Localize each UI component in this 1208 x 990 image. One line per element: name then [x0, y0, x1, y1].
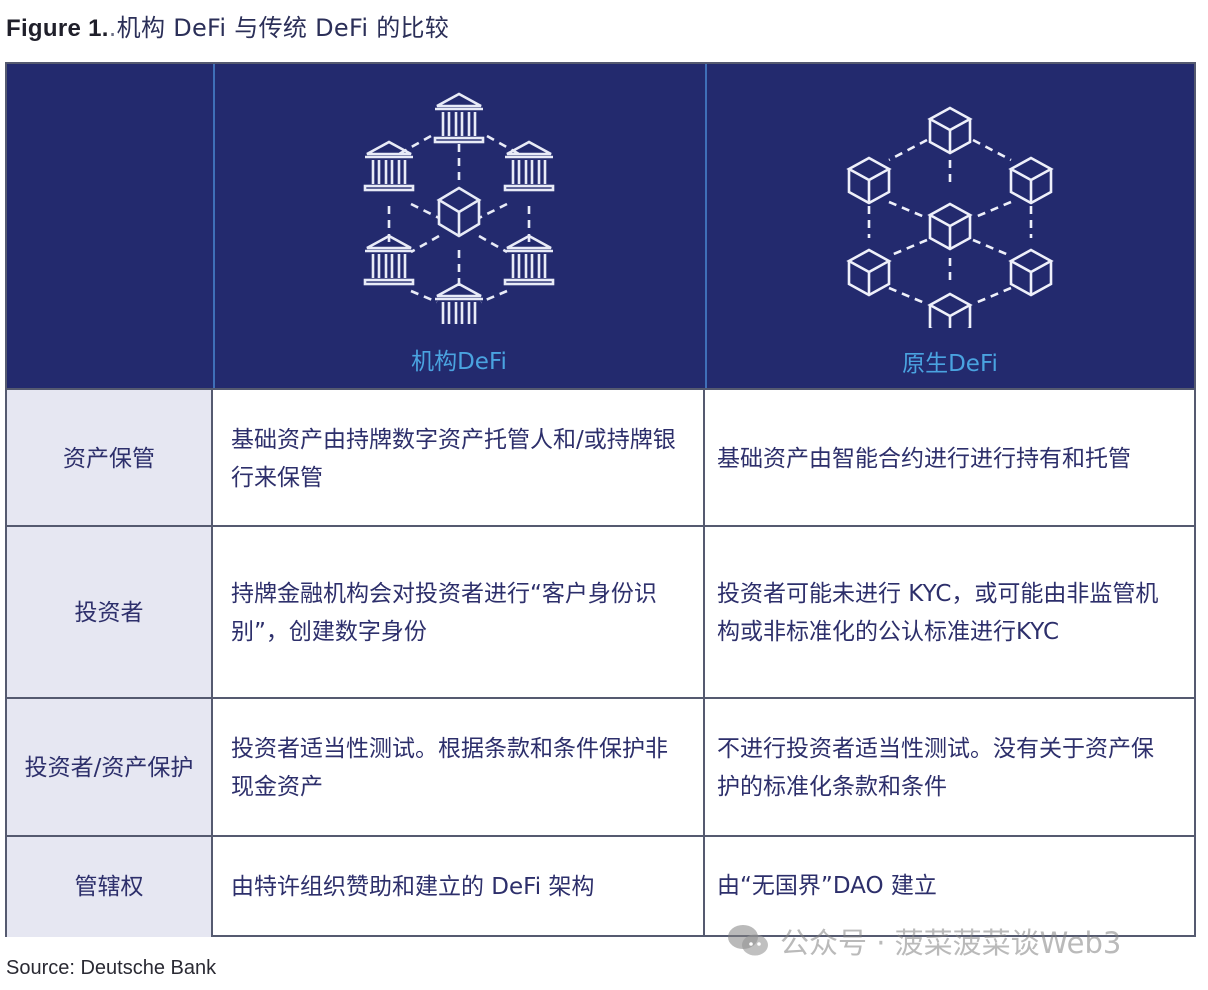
- row-label-jurisdiction: 管辖权: [7, 837, 213, 937]
- table-row: 资产保管 基础资产由持牌数字资产托管人和/或持牌银行来保管 基础资产由智能合约进…: [7, 388, 1194, 527]
- table-header: 机构DeFi: [7, 64, 1194, 389]
- wechat-icon: [726, 923, 770, 959]
- cell-institutional: 投资者适当性测试。根据条款和条件保护非现金资产: [213, 699, 705, 837]
- cell-institutional: 基础资产由持牌数字资产托管人和/或持牌银行来保管: [213, 390, 705, 527]
- cell-native: 不进行投资者适当性测试。没有关于资产保护的标准化条款和条件: [705, 699, 1194, 837]
- header-native-defi: 原生DeFi: [902, 351, 998, 377]
- cell-text: 基础资产由智能合约进行进行持有和托管: [717, 445, 1131, 472]
- cell-institutional: 由特许组织赞助和建立的 DeFi 架构: [213, 837, 705, 937]
- figure-title-text: 机构 DeFi 与传统 DeFi 的比较: [116, 14, 450, 42]
- figure-separator: .: [108, 14, 117, 42]
- bank-network-icon: [359, 86, 559, 334]
- header-divider: [705, 64, 707, 389]
- watermark-text: 公众号 · 菠菜菠菜谈Web3: [780, 926, 1122, 960]
- cell-institutional: 持牌金融机构会对投资者进行“客户身份识别”，创建数字身份: [213, 527, 705, 699]
- cell-text: 投资者适当性测试。根据条款和条件保护非现金资产: [231, 736, 668, 800]
- comparison-table: 机构DeFi: [5, 62, 1196, 937]
- row-label-protection: 投资者/资产保护: [7, 699, 213, 837]
- cell-native: 由“无国界”DAO 建立: [705, 837, 1194, 937]
- cell-text: 投资者可能未进行 KYC，或可能由非监管机构或非标准化的公认标准进行KYC: [717, 581, 1159, 645]
- header-divider: [213, 64, 215, 389]
- cell-native: 基础资产由智能合约进行进行持有和托管: [705, 390, 1194, 527]
- cell-text: 持牌金融机构会对投资者进行“客户身份识别”，创建数字身份: [231, 581, 657, 645]
- cell-text: 不进行投资者适当性测试。没有关于资产保护的标准化条款和条件: [717, 736, 1154, 800]
- cell-native: 投资者可能未进行 KYC，或可能由非监管机构或非标准化的公认标准进行KYC: [705, 527, 1194, 699]
- block-network-icon: [845, 88, 1055, 341]
- table-row: 管辖权 由特许组织赞助和建立的 DeFi 架构 由“无国界”DAO 建立: [7, 835, 1194, 937]
- cell-text: 由特许组织赞助和建立的 DeFi 架构: [231, 874, 595, 900]
- source-note: Source: Deutsche Bank: [6, 957, 217, 979]
- figure-label: Figure 1.: [6, 15, 109, 42]
- table-row: 投资者 持牌金融机构会对投资者进行“客户身份识别”，创建数字身份 投资者可能未进…: [7, 525, 1194, 699]
- table-row: 投资者/资产保护 投资者适当性测试。根据条款和条件保护非现金资产 不进行投资者适…: [7, 697, 1194, 837]
- cell-text: 由“无国界”DAO 建立: [717, 873, 937, 899]
- row-label-custody: 资产保管: [7, 390, 213, 527]
- header-institutional-defi: 机构DeFi: [411, 349, 507, 375]
- watermark: 公众号 · 菠菜菠菜谈Web3: [726, 920, 1121, 962]
- row-label-investor: 投资者: [7, 527, 213, 699]
- cell-text: 基础资产由持牌数字资产托管人和/或持牌银行来保管: [231, 426, 676, 491]
- figure-title: Figure 1..机构 DeFi 与传统 DeFi 的比较: [6, 8, 449, 43]
